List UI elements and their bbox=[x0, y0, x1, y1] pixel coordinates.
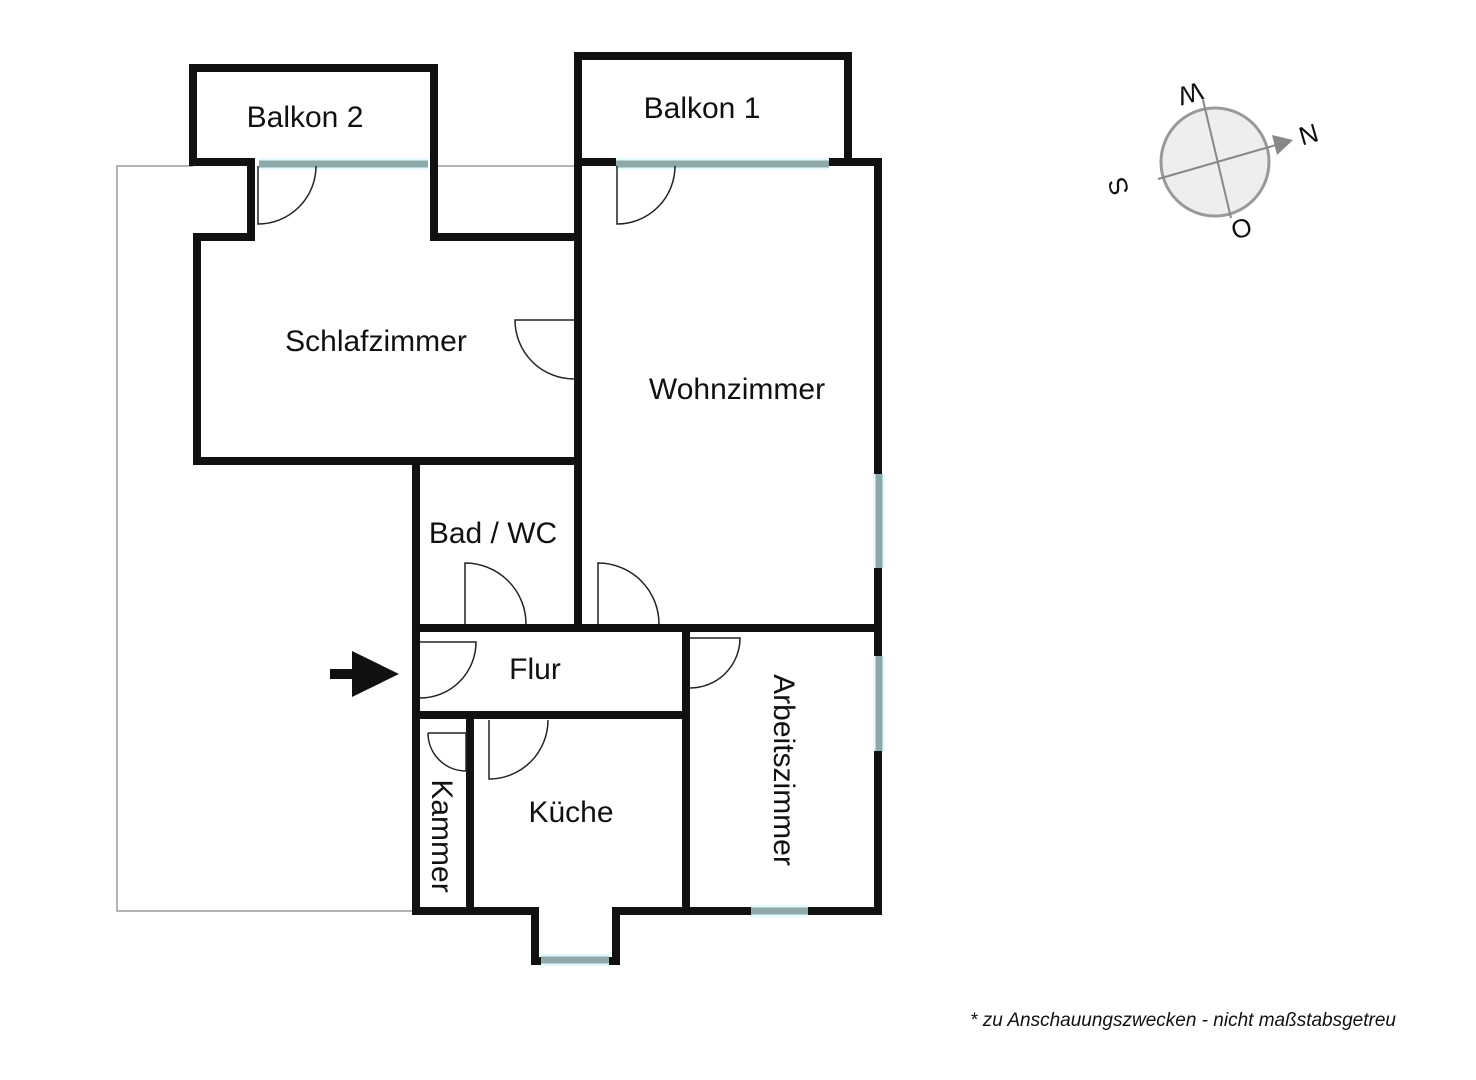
bad-walls bbox=[412, 457, 582, 632]
label-balkon1: Balkon 1 bbox=[644, 92, 761, 125]
door-wohnzimmer bbox=[597, 562, 660, 625]
label-kammer: Kammer bbox=[425, 779, 458, 892]
door-entrance bbox=[419, 641, 477, 699]
label-balkon2: Balkon 2 bbox=[247, 101, 364, 134]
door-kammer bbox=[427, 732, 467, 772]
property-outline bbox=[116, 165, 414, 912]
label-flur: Flur bbox=[509, 653, 561, 686]
door-bad bbox=[464, 562, 527, 625]
flur-walls bbox=[412, 624, 882, 915]
label-kueche: Küche bbox=[528, 796, 613, 829]
balkon1-walls bbox=[574, 52, 852, 166]
compass-icon: N S W O bbox=[1102, 76, 1322, 246]
compass-east: O bbox=[1228, 211, 1256, 245]
doors bbox=[257, 165, 741, 780]
door-schlafzimmer bbox=[514, 319, 575, 380]
door-arbeitszimmer bbox=[689, 637, 741, 689]
door-balkon1 bbox=[616, 165, 676, 225]
door-balkon2 bbox=[257, 165, 317, 225]
schlafzimmer-walls bbox=[189, 158, 582, 465]
windows bbox=[259, 158, 885, 966]
label-schlafzimmer: Schlafzimmer bbox=[285, 325, 467, 358]
label-bad: Bad / WC bbox=[429, 517, 557, 550]
kueche-walls bbox=[412, 711, 690, 965]
door-kueche bbox=[488, 719, 549, 780]
entrance-arrow-icon bbox=[330, 651, 399, 697]
label-arbeitszimmer: Arbeitszimmer bbox=[767, 674, 800, 866]
balkon2-walls bbox=[189, 64, 438, 166]
label-wohnzimmer: Wohnzimmer bbox=[649, 373, 825, 406]
scale-disclaimer: * zu Anschauungszwecken - nicht maßstabs… bbox=[970, 1010, 1396, 1031]
compass-south: S bbox=[1102, 174, 1136, 199]
compass-north: N bbox=[1295, 117, 1321, 151]
compass-west: W bbox=[1174, 76, 1206, 112]
